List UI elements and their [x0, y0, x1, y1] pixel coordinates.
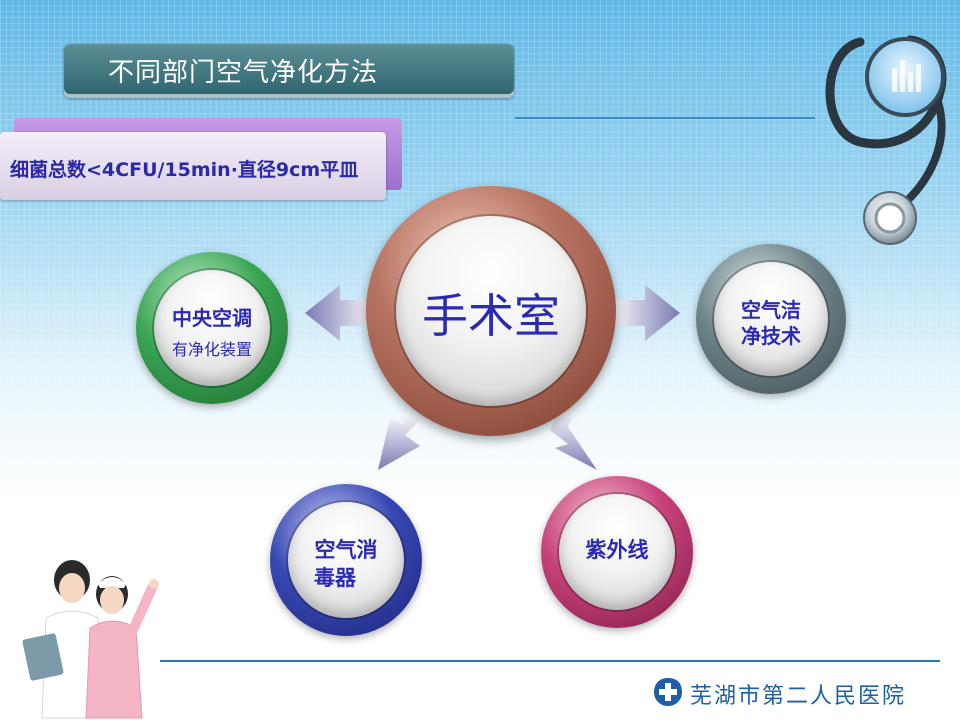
center-node-operating-room: 手术室: [366, 186, 616, 436]
node-clean-tech-line1: 空气洁: [741, 298, 801, 322]
node-disinfector-face: [288, 502, 404, 618]
note-box-front: 细菌总数<4CFU/15min·直径9cm平皿: [0, 132, 386, 200]
node-clean-tech-face: [714, 262, 828, 376]
arrow-down-right-icon: [550, 410, 597, 470]
node-central-ac: 中央空调 有净化装置: [136, 252, 288, 404]
center-node-face: [396, 216, 586, 406]
node-disinfector: 空气消 毒器: [270, 484, 422, 636]
hospital-cross-icon: [654, 678, 682, 706]
slide-title: 不同部门空气净化方法: [108, 58, 379, 88]
node-disinfector-line2: 毒器: [314, 566, 356, 590]
arrow-left-icon: [305, 285, 378, 341]
hospital-logo: 芜湖市第二人民医院: [652, 674, 952, 712]
bacteria-standard-note: 细菌总数<4CFU/15min·直径9cm平皿: [10, 159, 359, 181]
hospital-name: 芜湖市第二人民医院: [690, 684, 907, 709]
node-disinfector-line1: 空气消: [314, 538, 378, 562]
note-box: 细菌总数<4CFU/15min·直径9cm平皿: [0, 118, 402, 200]
node-uv-label: 紫外线: [585, 538, 649, 562]
title-bar: 不同部门空气净化方法: [64, 44, 514, 98]
node-clean-tech: 空气洁 净技术: [696, 244, 846, 394]
arrow-right-icon: [608, 285, 680, 341]
center-node-label: 手术室: [422, 289, 560, 343]
node-clean-tech-line2: 净技术: [741, 324, 801, 348]
top-divider: [515, 117, 815, 119]
bottom-divider: [160, 660, 940, 662]
node-central-ac-line2: 有净化装置: [171, 340, 252, 359]
nurses-illustration: [22, 560, 159, 719]
stethoscope-icon: [825, 35, 947, 245]
node-uv-face: [559, 494, 675, 610]
node-uv: 紫外线: [541, 476, 693, 628]
node-central-ac-face: [154, 270, 270, 386]
arrow-down-left-icon: [378, 412, 420, 470]
title-bar-inner: 不同部门空气净化方法: [64, 44, 514, 94]
node-central-ac-line1: 中央空调: [172, 306, 252, 330]
